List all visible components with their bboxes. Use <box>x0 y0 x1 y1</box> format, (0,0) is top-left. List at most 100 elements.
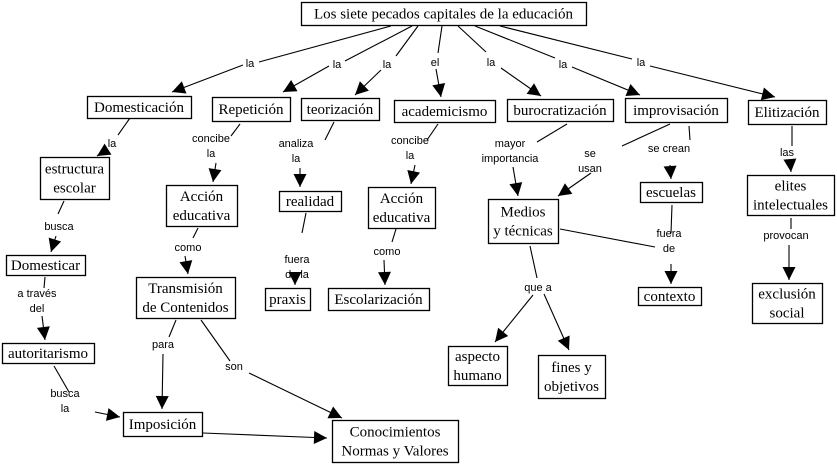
node-label: burocratización <box>513 103 607 119</box>
node-domesticacion[interactable]: Domesticación <box>86 95 193 120</box>
link-label: la <box>246 58 255 70</box>
node-elitizacion[interactable]: Elitización <box>747 99 828 126</box>
arrow-icon <box>509 182 523 196</box>
link-label: provocan <box>763 230 808 242</box>
link-line-improvisacion-escuelas <box>688 125 691 141</box>
node-root[interactable]: Los siete pecados capitales de la educac… <box>300 1 588 27</box>
node-repeticion[interactable]: Repetición <box>211 96 292 123</box>
node-box <box>746 174 836 217</box>
link-line-root-academicismo <box>437 25 443 54</box>
link-label: la <box>559 59 568 71</box>
arrow-icon <box>432 83 446 97</box>
node-box <box>367 186 437 230</box>
arrow-icon <box>407 169 421 184</box>
node-realidad[interactable]: realidad <box>278 190 343 213</box>
node-domesticar[interactable]: Domesticar <box>5 254 87 277</box>
link-line-domesticar-autoritarismo <box>43 276 46 289</box>
node-label: escolar <box>53 181 95 197</box>
node-box <box>39 156 111 201</box>
link-line-escuelas-contexto <box>670 204 673 234</box>
node-label: objetivos <box>544 379 599 395</box>
node-label: Imposición <box>129 417 197 433</box>
node-box <box>5 254 87 277</box>
node-box <box>506 98 615 123</box>
link-label: la <box>207 148 216 160</box>
arrow-icon <box>355 81 369 95</box>
link-label: la <box>383 59 392 71</box>
arrow-icon <box>526 83 541 96</box>
node-label: realidad <box>286 194 335 210</box>
node-label: Domesticación <box>94 100 184 116</box>
node-imposicion[interactable]: Imposición <box>122 411 204 438</box>
link-line-imposicion-conocimientos <box>202 432 328 439</box>
node-box <box>122 411 204 438</box>
arrow-icon <box>625 84 640 97</box>
arrow-icon <box>313 430 327 444</box>
node-box <box>751 282 824 325</box>
arrow-icon <box>558 183 573 196</box>
link-line-academicismo-accion2 <box>426 123 439 141</box>
arrow-icon <box>208 168 222 182</box>
node-fines[interactable]: fines y objetivos <box>537 354 607 400</box>
node-escuelas[interactable]: escuelas <box>639 181 704 204</box>
node-box <box>537 354 607 400</box>
node-contexto[interactable]: contexto <box>637 286 703 307</box>
node-academicismo[interactable]: academicismo <box>393 99 497 124</box>
link-line-root-burocratizacion <box>457 25 487 53</box>
link-label: importancia <box>482 153 540 165</box>
node-label: exclusión <box>758 287 816 303</box>
link-line-accion1-transmision <box>192 227 199 239</box>
arrow-icon <box>760 87 775 101</box>
arrow-icon <box>783 158 797 172</box>
node-label: de Contenidos <box>142 300 228 316</box>
arrow-icon <box>495 327 509 342</box>
node-box <box>264 287 312 312</box>
link-label: el <box>431 57 440 69</box>
node-transmision[interactable]: Transmisión de Contenidos <box>135 276 237 320</box>
arrow-icon <box>293 174 307 187</box>
node-improvisacion[interactable]: improvisación <box>624 97 729 124</box>
node-label: fines y <box>551 360 592 376</box>
node-box <box>86 95 193 120</box>
node-label: Conocimientos <box>350 425 441 441</box>
link-line-root-improvisacion <box>474 25 556 59</box>
arrow-icon <box>327 406 342 419</box>
link-label: busca <box>44 221 74 233</box>
node-praxis[interactable]: praxis <box>264 287 312 312</box>
node-box <box>747 99 828 126</box>
node-box <box>639 181 704 204</box>
node-label: praxis <box>269 292 306 308</box>
link-label: busca <box>50 388 80 400</box>
node-box <box>624 97 729 124</box>
link-label: analiza <box>279 138 315 150</box>
link-label: la <box>487 57 496 69</box>
node-teorizacion[interactable]: teorización <box>300 97 381 122</box>
node-label: autoritarismo <box>8 346 88 362</box>
node-label: Transmisión <box>148 281 223 297</box>
link-label: usan <box>578 163 602 175</box>
link-label: la <box>292 153 301 165</box>
node-burocratizacion[interactable]: burocratización <box>506 98 615 123</box>
arrow-icon <box>105 408 120 421</box>
arrow-icon <box>48 237 62 252</box>
link-line-root-teorizacion <box>395 25 419 57</box>
link-line-root-domesticacion <box>258 25 392 63</box>
node-autoritarismo[interactable]: autoritarismo <box>1 342 96 365</box>
node-escolarizacion[interactable]: Escolarización <box>327 287 431 312</box>
node-label: Los siete pecados capitales de la educac… <box>314 7 574 23</box>
link-line-transmision-conocimientos <box>200 319 231 362</box>
link-line-realidad-praxis <box>301 212 307 234</box>
arrow-icon <box>782 267 796 280</box>
link-label: la <box>61 403 70 415</box>
link-label: para <box>152 339 175 351</box>
arrow-icon <box>172 81 187 94</box>
link-label: fuera <box>284 254 310 266</box>
